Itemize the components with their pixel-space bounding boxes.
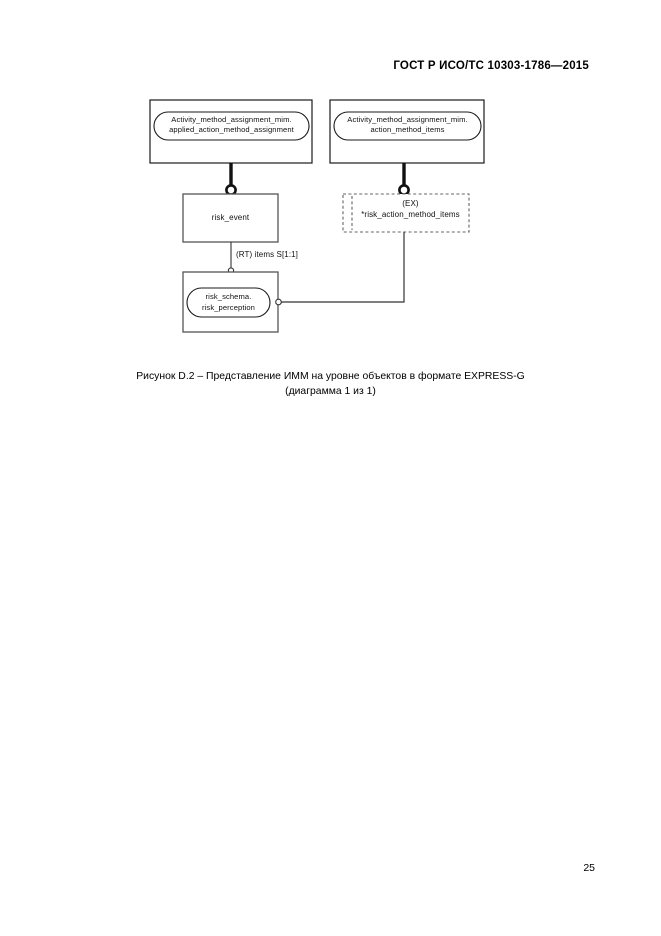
document-standard-title: ГОСТ Р ИСО/ТС 10303-1786—2015 [393, 60, 589, 72]
figure-caption-line2: (диаграмма 1 из 1) [285, 385, 376, 397]
ex-box-line2: *risk_action_method_items [361, 210, 460, 219]
edge-ex-endpoint-circle-icon [275, 298, 282, 306]
schema-box-right-line1: Activity_method_assignment_mim. [347, 115, 468, 124]
connector-right-circle-icon [398, 184, 410, 196]
schema-box-right-line2: action_method_items [370, 125, 445, 134]
express-g-diagram: Activity_method_assignment_mim. applied_… [0, 0, 661, 420]
edge-ex-to-perception [281, 232, 405, 303]
schema-box-left-rounded [153, 111, 310, 141]
ex-import-box-outer [342, 193, 470, 233]
entity-risk-perception-line1: risk_schema. [205, 292, 252, 301]
schema-box-left-line2: applied_action_method_assignment [169, 125, 294, 134]
figure-caption-line1: Рисунок D.2 – Представление ИММ на уровн… [136, 371, 525, 382]
entity-risk-perception-line2: risk_perception [202, 303, 255, 312]
schema-box-left-line1: Activity_method_assignment_mim. [171, 115, 292, 124]
entity-risk-perception-rounded [186, 287, 271, 318]
entity-risk-event-box [182, 193, 279, 243]
figure-caption: Рисунок D.2 – Представление ИММ на уровн… [0, 370, 661, 399]
ex-box-line1: (EX) [402, 199, 419, 208]
diagram-canvas [149, 99, 485, 333]
entity-risk-event-label: risk_event [211, 213, 250, 222]
edge-items-label: (RT) items S[1:1] [236, 250, 299, 259]
schema-box-right-rounded [333, 111, 482, 141]
page-number: 25 [583, 862, 595, 874]
connector-left-circle-icon [225, 184, 237, 196]
